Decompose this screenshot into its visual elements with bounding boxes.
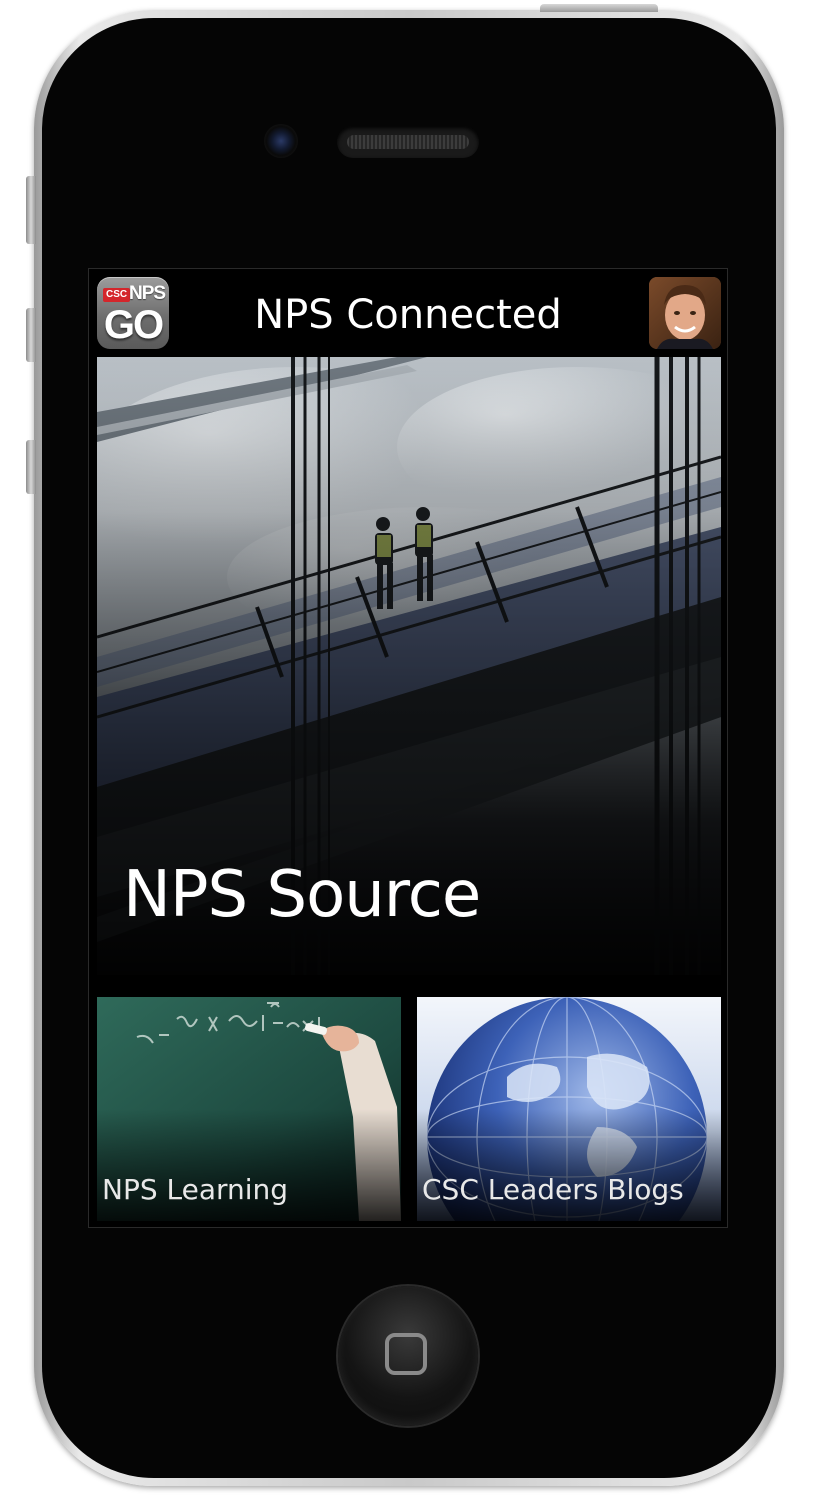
home-button[interactable] (338, 1286, 478, 1426)
tile-csc-leaders-blogs[interactable]: CSC Leaders Blogs (417, 997, 721, 1221)
volume-down-button (26, 440, 36, 494)
chalkboard-equation-photo (97, 997, 401, 1221)
front-camera (264, 124, 298, 158)
page-title: NPS Connected (254, 292, 562, 338)
sleep-wake-button (540, 4, 658, 12)
tile-label-nps-source: NPS Source (123, 858, 481, 932)
mute-switch (26, 176, 36, 244)
earpiece-speaker (337, 126, 479, 158)
volume-up-button (26, 308, 36, 362)
tile-label-nps-learning: NPS Learning (102, 1173, 289, 1206)
globe-photo (417, 997, 721, 1221)
app-logo-icon[interactable]: CSC NPS GO (97, 277, 169, 349)
csc-badge: CSC (103, 288, 131, 302)
user-avatar-icon (649, 277, 721, 349)
tile-nps-learning[interactable]: NPS Learning (97, 997, 401, 1221)
tile-label-csc-leaders-blogs: CSC Leaders Blogs (422, 1173, 684, 1206)
nps-logo-text: NPS (129, 283, 166, 304)
home-square-icon (385, 1333, 427, 1375)
avatar[interactable] (649, 277, 721, 349)
bridge-workers-photo (97, 357, 721, 975)
go-logo-text: GO (103, 303, 164, 347)
app-screen: CSC NPS GO NPS Connected (88, 268, 728, 1228)
tile-nps-source[interactable]: NPS Source (97, 357, 721, 975)
